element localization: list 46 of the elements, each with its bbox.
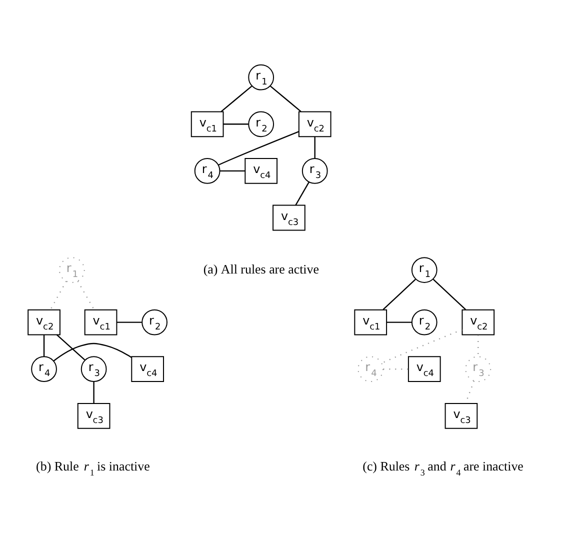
connector (43, 334, 45, 356)
node-box: v$_{c1}$ (84, 308, 118, 335)
node-circle: r$_{1}$ (411, 256, 438, 282)
node-box: v$_{c1}$ (190, 110, 224, 137)
node-circle: r$_{3}$ (80, 356, 107, 382)
connector (77, 280, 95, 310)
connector (382, 278, 416, 310)
node-circle: r$_{4}$ (358, 356, 384, 382)
connector (295, 182, 310, 205)
connector (50, 280, 67, 310)
connector (270, 85, 302, 112)
node-circle: r$_{1}$ (58, 256, 85, 282)
node-circle: r$_{1}$ (248, 64, 274, 90)
node-circle: r$_{3}$ (302, 158, 328, 184)
connector (432, 278, 466, 310)
label: (c) Rules r$_{3}$ and r$_{4}$ are inactive (362, 458, 524, 478)
node-box: v$_{c3}$ (272, 204, 306, 230)
connector (220, 170, 245, 172)
node-circle: r$_{2}$ (248, 110, 274, 137)
label: (a) All rules are active (203, 260, 319, 276)
node-box: v$_{c2}$ (298, 110, 332, 137)
connector (386, 321, 412, 322)
node-circle: r$_{3}$ (465, 356, 492, 382)
node-box: v$_{c3}$ (444, 402, 478, 428)
node-box: v$_{c2}$ (28, 308, 60, 335)
node-box: v$_{c4}$ (131, 356, 164, 382)
connector (314, 136, 316, 158)
node-box: v$_{c3}$ (77, 402, 110, 428)
node-box: v$_{c2}$ (462, 308, 495, 335)
node-box: v$_{c4}$ (244, 158, 278, 184)
label: (b) Rule r$_{1}$ is inactive (36, 458, 150, 478)
connector (56, 334, 86, 360)
node-circle: r$_{4}$ (194, 158, 220, 184)
connector (383, 368, 408, 370)
connector (220, 85, 252, 112)
connector (381, 328, 462, 364)
node-circle: r$_{2}$ (411, 308, 438, 335)
connector (93, 381, 94, 403)
node-box: v$_{c1}$ (354, 308, 388, 335)
node-box: v$_{c4}$ (408, 356, 441, 382)
connector (218, 130, 300, 166)
connector (116, 321, 142, 322)
node-circle: r$_{2}$ (142, 308, 168, 335)
connector (53, 342, 132, 361)
node-circle: r$_{4}$ (31, 356, 57, 382)
connector (223, 123, 248, 124)
